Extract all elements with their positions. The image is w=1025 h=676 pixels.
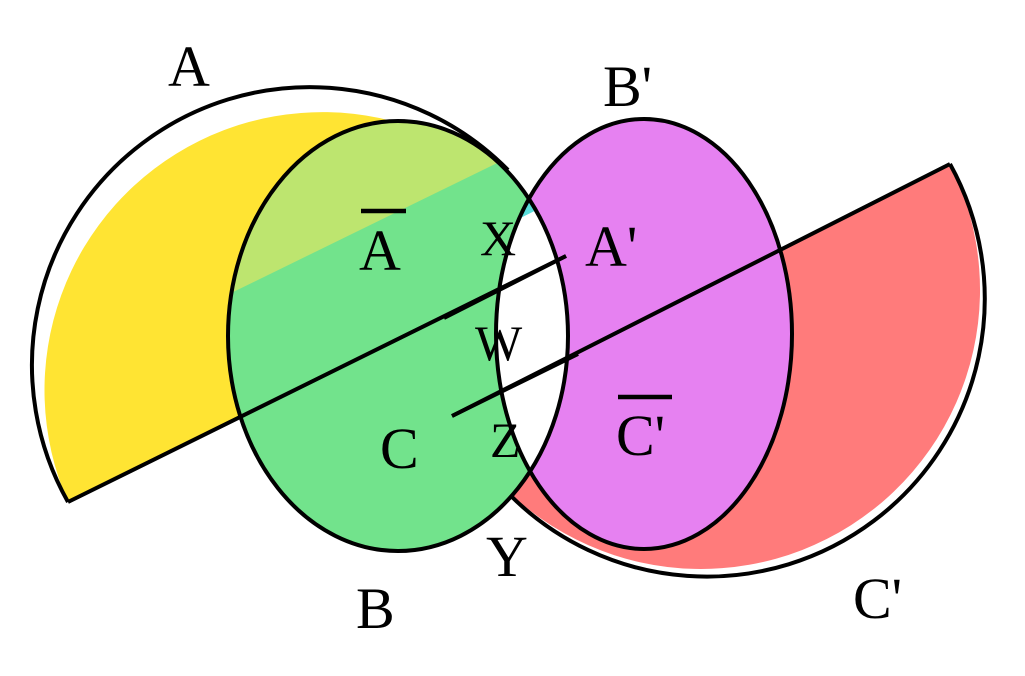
- label-w: W: [475, 315, 523, 371]
- label-b: B: [356, 576, 395, 641]
- arc-c-prime-outline: [508, 163, 987, 579]
- lens-chord-left: [443, 254, 567, 320]
- label-b-prime: B': [603, 54, 652, 119]
- label-z: Z: [490, 412, 521, 468]
- label-a: A: [168, 34, 210, 99]
- ellipse-b-outline: [226, 119, 570, 553]
- label-x: X: [480, 210, 516, 266]
- arc-a-outline: [29, 85, 510, 503]
- label-c-prime: C': [853, 566, 902, 631]
- label-c-prime-bar: C': [616, 403, 665, 468]
- label-y: Y: [486, 524, 528, 589]
- label-a-prime: A': [585, 214, 637, 279]
- ellipse-b-prime-outline: [494, 117, 794, 551]
- label-a-bar: A: [359, 218, 401, 283]
- lens-chord-right: [451, 352, 579, 418]
- label-c: C: [380, 416, 419, 481]
